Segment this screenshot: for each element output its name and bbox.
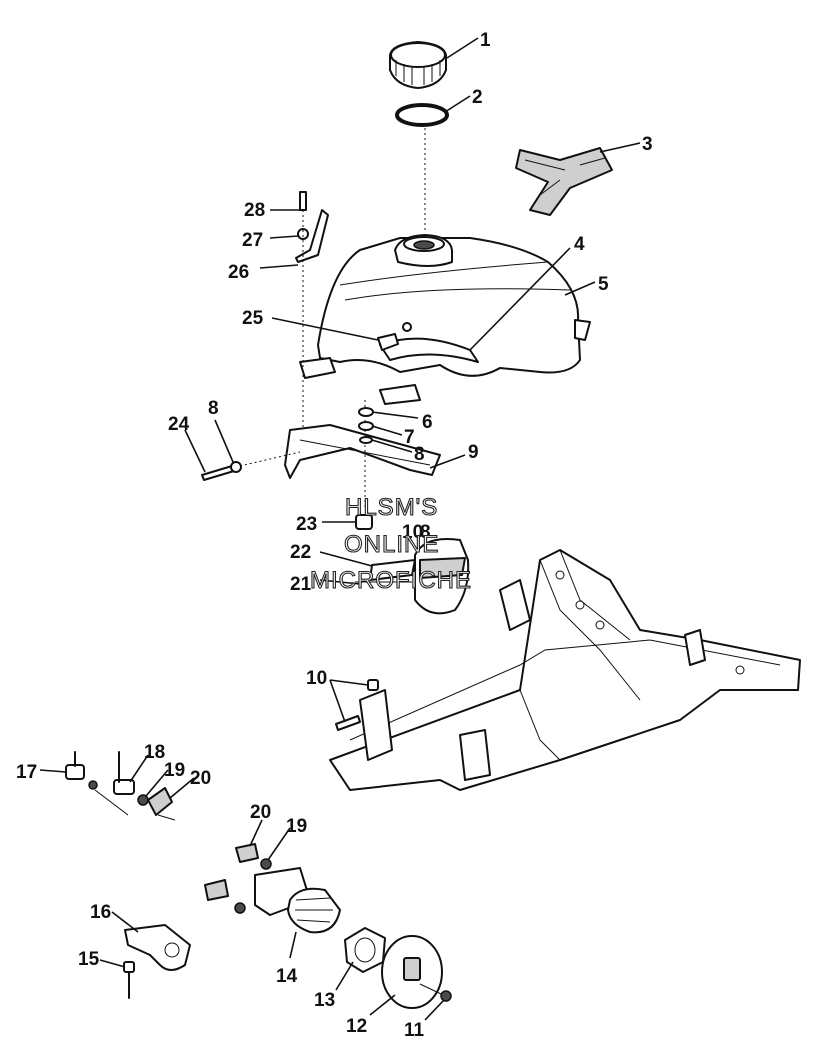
callout-26: 26: [228, 262, 249, 283]
callout-20a: 20: [190, 768, 211, 789]
callout-6: 6: [422, 412, 433, 433]
callout-21: 21: [290, 574, 312, 595]
pin-15: [123, 961, 135, 999]
callout-27: 27: [242, 230, 263, 251]
callout-16: 16: [90, 902, 111, 923]
callout-15: 15: [78, 949, 100, 970]
mount-bracket: [295, 191, 329, 430]
callout-1: 1: [480, 30, 491, 51]
watermark-line-3: MICROFICHE: [310, 567, 472, 594]
screw-11: [419, 983, 452, 1002]
pump-cover: [381, 935, 443, 1009]
callout-8a: 8: [208, 398, 219, 419]
callout-28: 28: [244, 200, 265, 221]
hose-fittings: [65, 751, 176, 821]
callout-4: 4: [574, 234, 585, 255]
callout-17: 17: [16, 762, 37, 783]
callout-19a: 19: [164, 760, 185, 781]
fuel-cap: [389, 41, 447, 89]
callout-2: 2: [472, 87, 483, 108]
callout-5: 5: [598, 274, 609, 295]
tank-strap: [379, 337, 479, 363]
callout-10a: 10: [402, 522, 423, 543]
callout-22: 22: [290, 542, 311, 563]
callout-3: 3: [642, 134, 653, 155]
washer-stack: [358, 407, 374, 444]
fuel-tank: [299, 234, 591, 405]
tank-support: [284, 400, 441, 510]
pump-bracket: [124, 924, 191, 971]
watermark-line-2: ONLINE: [344, 531, 439, 558]
fuel-pump: [355, 514, 470, 615]
callout-25: 25: [242, 308, 264, 329]
callout-12: 12: [346, 1016, 367, 1037]
vent-hose: [515, 147, 613, 216]
callout-19b: 19: [286, 816, 307, 837]
callout-10b: 10: [306, 668, 327, 689]
callout-7: 7: [404, 427, 415, 448]
callout-9: 9: [468, 442, 479, 463]
bolt-24: [201, 451, 301, 481]
callout-8b: 8: [414, 444, 425, 465]
leader-lines: [39, 37, 641, 1021]
callout-18: 18: [144, 742, 165, 763]
watermark-line-1: HLSM'S: [345, 494, 438, 521]
watermark: HLSM'S ONLINE MICROFICHE: [309, 493, 472, 594]
frame: [329, 549, 801, 791]
callout-20b: 20: [250, 802, 271, 823]
callout-24: 24: [168, 414, 190, 435]
callouts: 1 2 3 4 5 6 7 8 8 8 9 10 10 11 12 13 14 …: [16, 30, 653, 1041]
fuel-fitting: [377, 322, 412, 351]
lower-fuel-pump: [204, 843, 341, 934]
callout-14: 14: [276, 966, 298, 987]
callout-8c: 8: [420, 522, 431, 543]
callout-13: 13: [314, 990, 335, 1011]
callout-23: 23: [296, 514, 317, 535]
frame-bolts: [335, 679, 379, 731]
callout-11: 11: [404, 1020, 425, 1041]
cap-gasket: [395, 103, 449, 127]
